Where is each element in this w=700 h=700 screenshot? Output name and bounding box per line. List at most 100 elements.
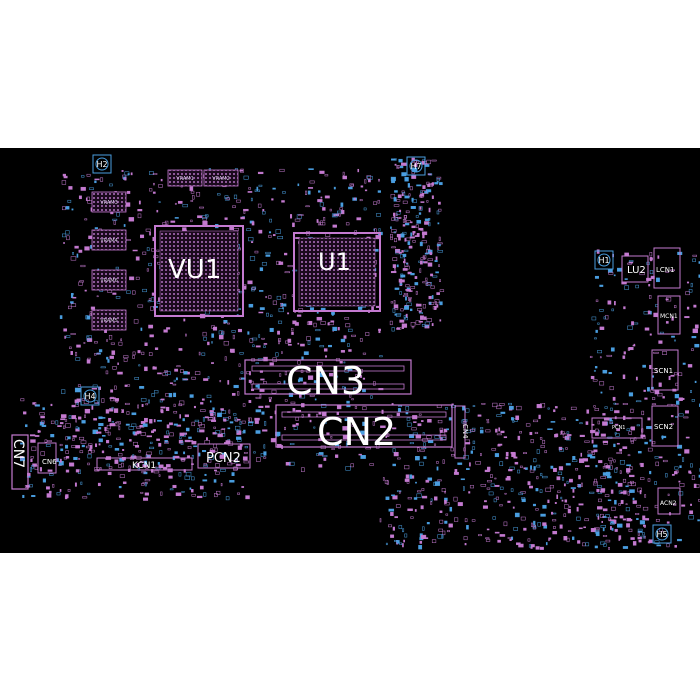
footprint bbox=[421, 488, 425, 491]
footprint bbox=[533, 458, 537, 463]
footprint bbox=[557, 471, 563, 475]
footprint bbox=[224, 217, 228, 220]
mounting-hole-h1[interactable]: H1 bbox=[594, 250, 614, 270]
scn2-connector[interactable] bbox=[651, 405, 679, 447]
footprint bbox=[140, 398, 147, 402]
footprint bbox=[406, 220, 411, 224]
footprint bbox=[113, 408, 119, 413]
footprint bbox=[421, 240, 427, 244]
footprint bbox=[201, 352, 206, 356]
vram-vram5[interactable]: VRAM5 bbox=[91, 309, 127, 331]
footprint bbox=[405, 210, 410, 214]
vram-vram1[interactable]: VRAM1 bbox=[167, 169, 203, 187]
footprint bbox=[404, 465, 410, 470]
footprint bbox=[162, 372, 168, 377]
mounting-hole-h7[interactable]: H7 bbox=[406, 156, 426, 176]
cn6-connector[interactable] bbox=[37, 442, 57, 474]
footprint bbox=[278, 339, 280, 345]
footprint bbox=[116, 437, 121, 440]
footprint bbox=[257, 171, 264, 175]
footprint bbox=[497, 539, 501, 543]
footprint bbox=[217, 412, 222, 418]
footprint bbox=[622, 546, 629, 549]
footprint bbox=[153, 470, 160, 474]
footprint bbox=[248, 187, 251, 190]
footprint bbox=[644, 397, 648, 400]
pcn1-connector[interactable] bbox=[591, 417, 643, 439]
footprint bbox=[89, 311, 92, 314]
footprint bbox=[150, 469, 154, 473]
footprint bbox=[569, 505, 571, 508]
label-u1: U1 bbox=[318, 248, 351, 276]
footprint bbox=[551, 511, 554, 515]
footprint bbox=[136, 462, 140, 468]
lu2-chip[interactable] bbox=[621, 255, 649, 283]
footprint bbox=[397, 194, 402, 199]
footprint bbox=[585, 421, 589, 425]
footprint bbox=[654, 390, 660, 395]
footprint bbox=[109, 397, 112, 400]
footprint bbox=[91, 405, 94, 410]
kcn1-connector[interactable] bbox=[96, 457, 193, 471]
footprint bbox=[668, 375, 671, 381]
footprint bbox=[87, 462, 90, 466]
footprint bbox=[451, 454, 455, 457]
footprint bbox=[98, 423, 104, 427]
footprint bbox=[123, 355, 129, 359]
footprint bbox=[628, 431, 632, 435]
lcn1-connector[interactable] bbox=[653, 247, 681, 289]
vram-vram2[interactable]: VRAM2 bbox=[203, 169, 239, 187]
footprint bbox=[191, 493, 196, 497]
mcn1-connector[interactable] bbox=[657, 295, 681, 335]
mounting-hole-h5[interactable]: H5 bbox=[652, 524, 672, 544]
mounting-hole-h4[interactable]: H4 bbox=[80, 386, 100, 406]
footprint bbox=[348, 328, 353, 332]
footprint bbox=[86, 173, 91, 177]
footprint bbox=[136, 426, 141, 429]
vram-vram6[interactable]: VRAM6 bbox=[91, 269, 127, 291]
footprint bbox=[432, 275, 438, 278]
footprint bbox=[603, 316, 606, 320]
vram-vram4[interactable]: VRAM4 bbox=[91, 229, 127, 251]
footprint bbox=[494, 531, 500, 534]
cn7-connector[interactable] bbox=[11, 434, 29, 490]
footprint bbox=[183, 469, 186, 473]
footprint bbox=[144, 417, 148, 423]
footprint bbox=[126, 190, 131, 194]
footprint bbox=[137, 209, 143, 212]
footprint bbox=[372, 421, 375, 426]
footprint bbox=[430, 273, 434, 277]
cn4-connector[interactable] bbox=[454, 405, 466, 459]
footprint bbox=[320, 321, 326, 325]
footprint bbox=[192, 195, 195, 200]
acn2-connector[interactable] bbox=[657, 487, 681, 515]
footprint bbox=[410, 322, 416, 327]
footprint bbox=[679, 483, 685, 487]
vram-vram3[interactable]: VRAM3 bbox=[91, 191, 127, 213]
footprint bbox=[340, 202, 344, 207]
footprint bbox=[98, 427, 102, 430]
footprint bbox=[640, 462, 644, 468]
footprint bbox=[392, 264, 396, 268]
scn1-connector[interactable] bbox=[651, 349, 679, 391]
footprint bbox=[347, 343, 350, 347]
footprint bbox=[486, 421, 490, 424]
footprint bbox=[258, 184, 263, 187]
footprint bbox=[214, 493, 218, 498]
footprint bbox=[115, 400, 119, 403]
pcn2-outline[interactable] bbox=[197, 443, 251, 469]
footprint bbox=[622, 478, 627, 483]
footprint bbox=[228, 409, 231, 414]
cn2-connector[interactable] bbox=[275, 404, 453, 448]
footprint bbox=[149, 446, 155, 449]
u1-package[interactable] bbox=[293, 232, 381, 312]
footprint bbox=[391, 327, 395, 332]
vu1-package[interactable] bbox=[154, 225, 244, 317]
footprint bbox=[539, 437, 543, 440]
mounting-hole-h2[interactable]: H2 bbox=[92, 154, 112, 174]
footprint bbox=[237, 492, 240, 495]
cn3-connector[interactable] bbox=[244, 359, 412, 395]
footprint bbox=[577, 540, 581, 544]
footprint bbox=[670, 269, 675, 272]
